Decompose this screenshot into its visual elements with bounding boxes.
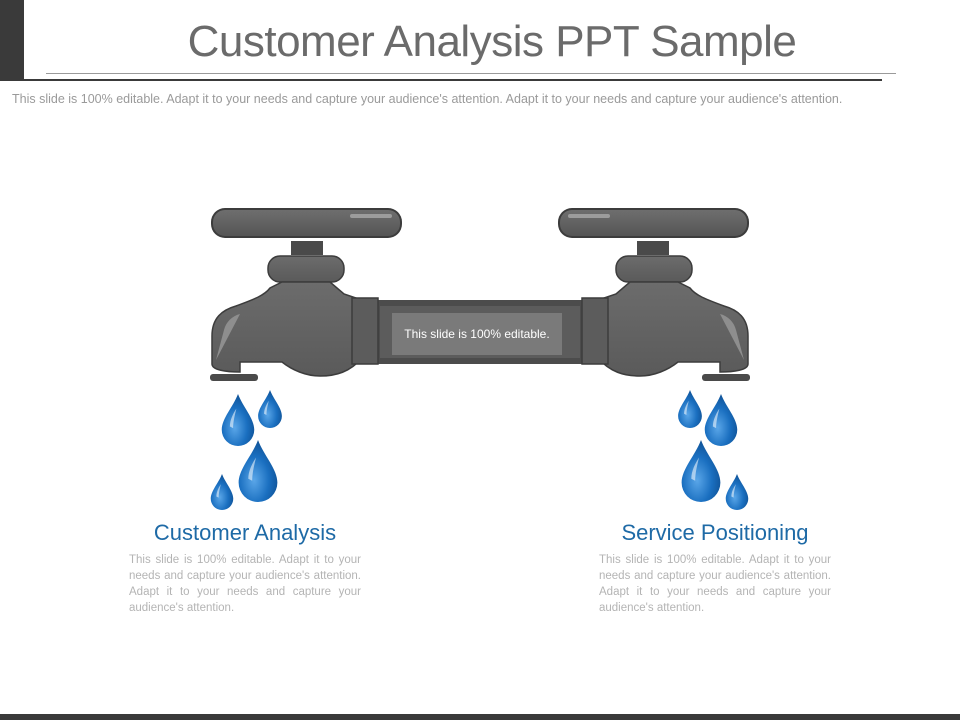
water-drop-icon — [211, 474, 234, 510]
water-drop-icon — [705, 394, 738, 446]
pipe-label: This slide is 100% editable. — [392, 313, 562, 355]
water-drop-icon — [682, 440, 721, 502]
water-drop-icon — [678, 390, 702, 428]
service-positioning-heading: Service Positioning — [585, 520, 845, 546]
right-water-drops — [678, 390, 748, 510]
right-faucet — [558, 208, 750, 381]
footer-bar — [0, 714, 960, 720]
water-drop-icon — [239, 440, 278, 502]
water-drop-icon — [726, 474, 749, 510]
water-drop-icon — [222, 394, 255, 446]
customer-analysis-heading: Customer Analysis — [115, 520, 375, 546]
service-positioning-body: This slide is 100% editable. Adapt it to… — [599, 552, 831, 616]
left-water-drops — [211, 390, 282, 510]
water-drop-icon — [258, 390, 282, 428]
customer-analysis-body: This slide is 100% editable. Adapt it to… — [129, 552, 361, 616]
left-faucet — [210, 208, 402, 381]
